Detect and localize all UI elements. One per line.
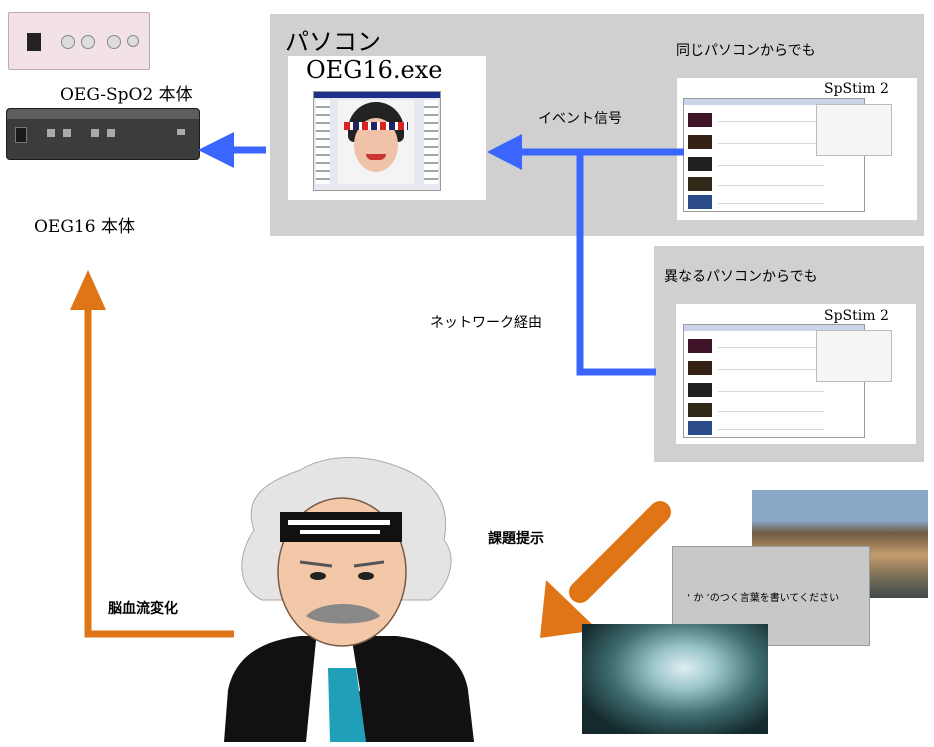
orange-arrow-task — [569, 501, 671, 603]
orange-arrowhead-up — [70, 270, 106, 310]
blood-flow-label: 脳血流変化 — [108, 601, 178, 617]
connector-icon — [127, 35, 139, 47]
headband-icon — [280, 512, 402, 542]
blue-arrowhead-device — [198, 132, 234, 168]
connector-icon — [107, 35, 121, 49]
connector-icon — [81, 35, 95, 49]
mustache-icon — [306, 604, 380, 624]
face-icon — [338, 100, 414, 184]
power-switch-icon — [27, 33, 41, 51]
connector-icon — [61, 35, 75, 49]
oeg-spo2-device — [8, 12, 150, 70]
connector-icon — [177, 129, 185, 135]
connector-icon — [47, 129, 55, 137]
task-label: 課題提示 — [488, 531, 544, 547]
oeg16-label: OEG16 本体 — [34, 217, 135, 237]
connector-icon — [107, 129, 115, 137]
same-pc-label: 同じパソコンからでも — [676, 43, 816, 59]
event-signal-label: イベント信号 — [538, 111, 622, 127]
blue-network-line — [576, 152, 656, 376]
spstim-side-window-remote — [816, 330, 892, 382]
orange-arrowhead-task — [540, 580, 598, 638]
oeg16-app-screenshot — [313, 91, 441, 191]
connector-icon — [91, 129, 99, 137]
remote-pc-title: 異なるパソコンからでも — [664, 269, 818, 285]
oeg-spo2-label: OEG-SpO2 本体 — [60, 85, 193, 105]
spstim-label-remote: SpStim 2 — [824, 308, 889, 324]
blue-arrowhead-event — [487, 134, 522, 170]
tie-icon — [328, 668, 366, 742]
oeg16-app-name: OEG16.exe — [306, 56, 443, 84]
orange-blood-flow-line — [84, 306, 234, 638]
stimulus-slide-cave — [582, 624, 768, 734]
network-label: ネットワーク経由 — [430, 315, 542, 331]
spstim-side-window-local — [816, 104, 892, 156]
power-switch-icon — [15, 127, 27, 143]
connector-icon — [63, 129, 71, 137]
pc-box-title: パソコン — [285, 28, 381, 56]
oeg16-device — [6, 108, 200, 160]
stimulus-text: ‘ か ’のつく言葉を書いてください — [687, 593, 840, 604]
spstim-label-local: SpStim 2 — [824, 81, 889, 97]
